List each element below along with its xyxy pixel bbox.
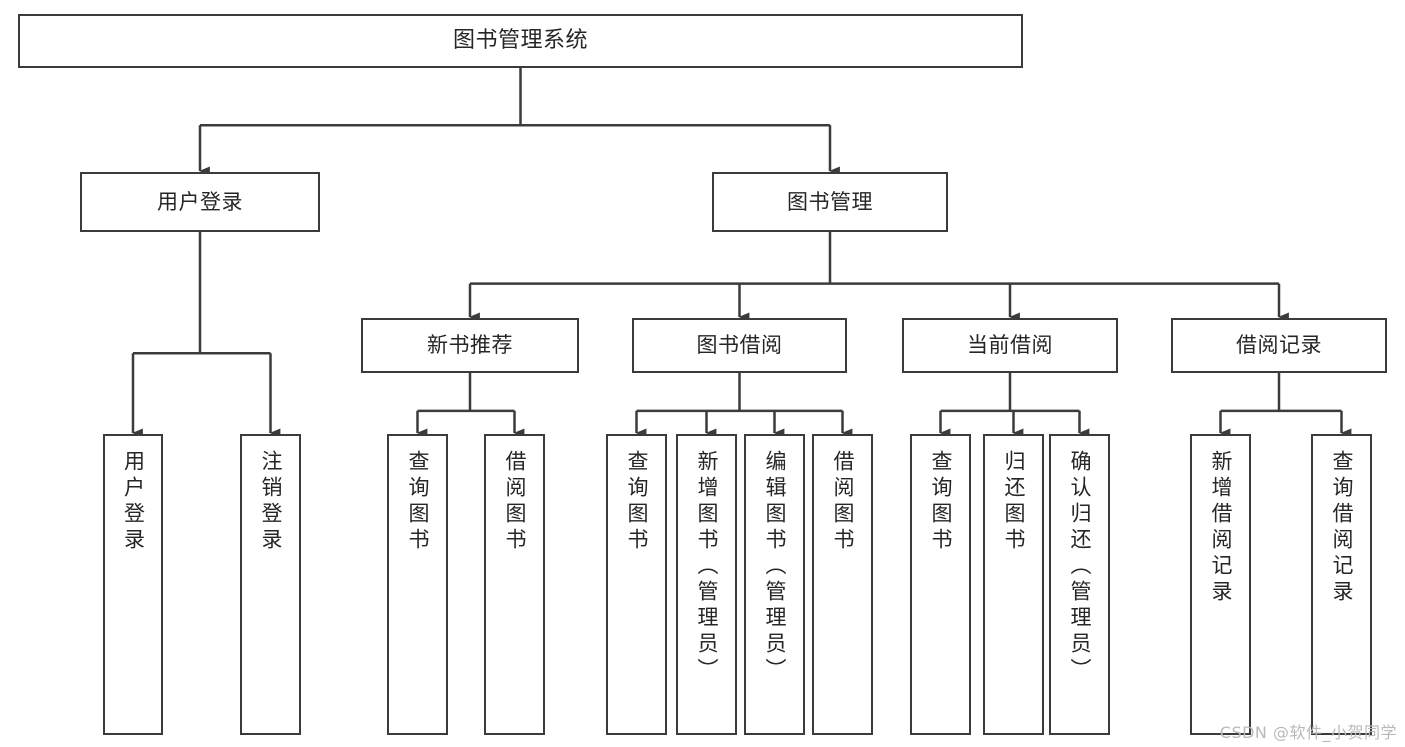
node-label: 用户登录 (121, 450, 146, 554)
node-leaf-confirm-ret[interactable]: 确认归还（管理员） (1049, 434, 1110, 735)
node-label: 查询图书 (406, 450, 430, 554)
node-leaf-user-logout[interactable]: 注销登录 (240, 434, 301, 735)
node-label: 图书管理 (787, 189, 873, 214)
node-label: 用户登录 (157, 189, 243, 214)
node-leaf-edit-book[interactable]: 编辑图书（管理员） (744, 434, 805, 735)
node-label: 归还图书 (1002, 450, 1026, 554)
node-label: 借阅图书 (831, 450, 855, 554)
node-user-login[interactable]: 用户登录 (80, 172, 320, 232)
node-label: 查询图书 (929, 450, 953, 554)
node-label: 查询图书 (625, 450, 649, 554)
node-leaf-borrow-book-1[interactable]: 借阅图书 (484, 434, 545, 735)
node-label: 图书管理系统 (452, 28, 588, 54)
node-label: 借阅记录 (1236, 333, 1322, 358)
node-label: 编辑图书（管理员） (763, 450, 787, 684)
node-label: 新增图书（管理员） (695, 450, 719, 684)
node-leaf-query-book-2[interactable]: 查询图书 (606, 434, 667, 735)
node-book-manage[interactable]: 图书管理 (712, 172, 948, 232)
watermark: CSDN @软件_小贺同学 (1219, 723, 1397, 742)
node-leaf-query-record[interactable]: 查询借阅记录 (1311, 434, 1372, 735)
node-label: 查询借阅记录 (1330, 450, 1354, 606)
node-leaf-add-book[interactable]: 新增图书（管理员） (676, 434, 737, 735)
node-leaf-add-record[interactable]: 新增借阅记录 (1190, 434, 1251, 735)
node-new-book-rec[interactable]: 新书推荐 (361, 318, 579, 373)
node-label: 借阅图书 (503, 450, 527, 554)
node-root[interactable]: 图书管理系统 (18, 14, 1023, 68)
node-label: 确认归还（管理员） (1068, 450, 1092, 684)
node-leaf-return-book[interactable]: 归还图书 (983, 434, 1044, 735)
node-label: 当前借阅 (967, 333, 1053, 358)
node-leaf-user-login[interactable]: 用户登录 (103, 434, 163, 735)
node-label: 新书推荐 (427, 333, 513, 358)
node-leaf-query-book-1[interactable]: 查询图书 (387, 434, 448, 735)
node-current-borrow[interactable]: 当前借阅 (902, 318, 1118, 373)
node-label: 图书借阅 (696, 333, 783, 358)
node-borrow-record[interactable]: 借阅记录 (1171, 318, 1387, 373)
node-label: 新增借阅记录 (1209, 450, 1233, 606)
node-label: 注销登录 (259, 450, 283, 554)
node-leaf-query-book-3[interactable]: 查询图书 (910, 434, 971, 735)
node-book-borrow[interactable]: 图书借阅 (632, 318, 847, 373)
node-leaf-borrow-book-2[interactable]: 借阅图书 (812, 434, 873, 735)
